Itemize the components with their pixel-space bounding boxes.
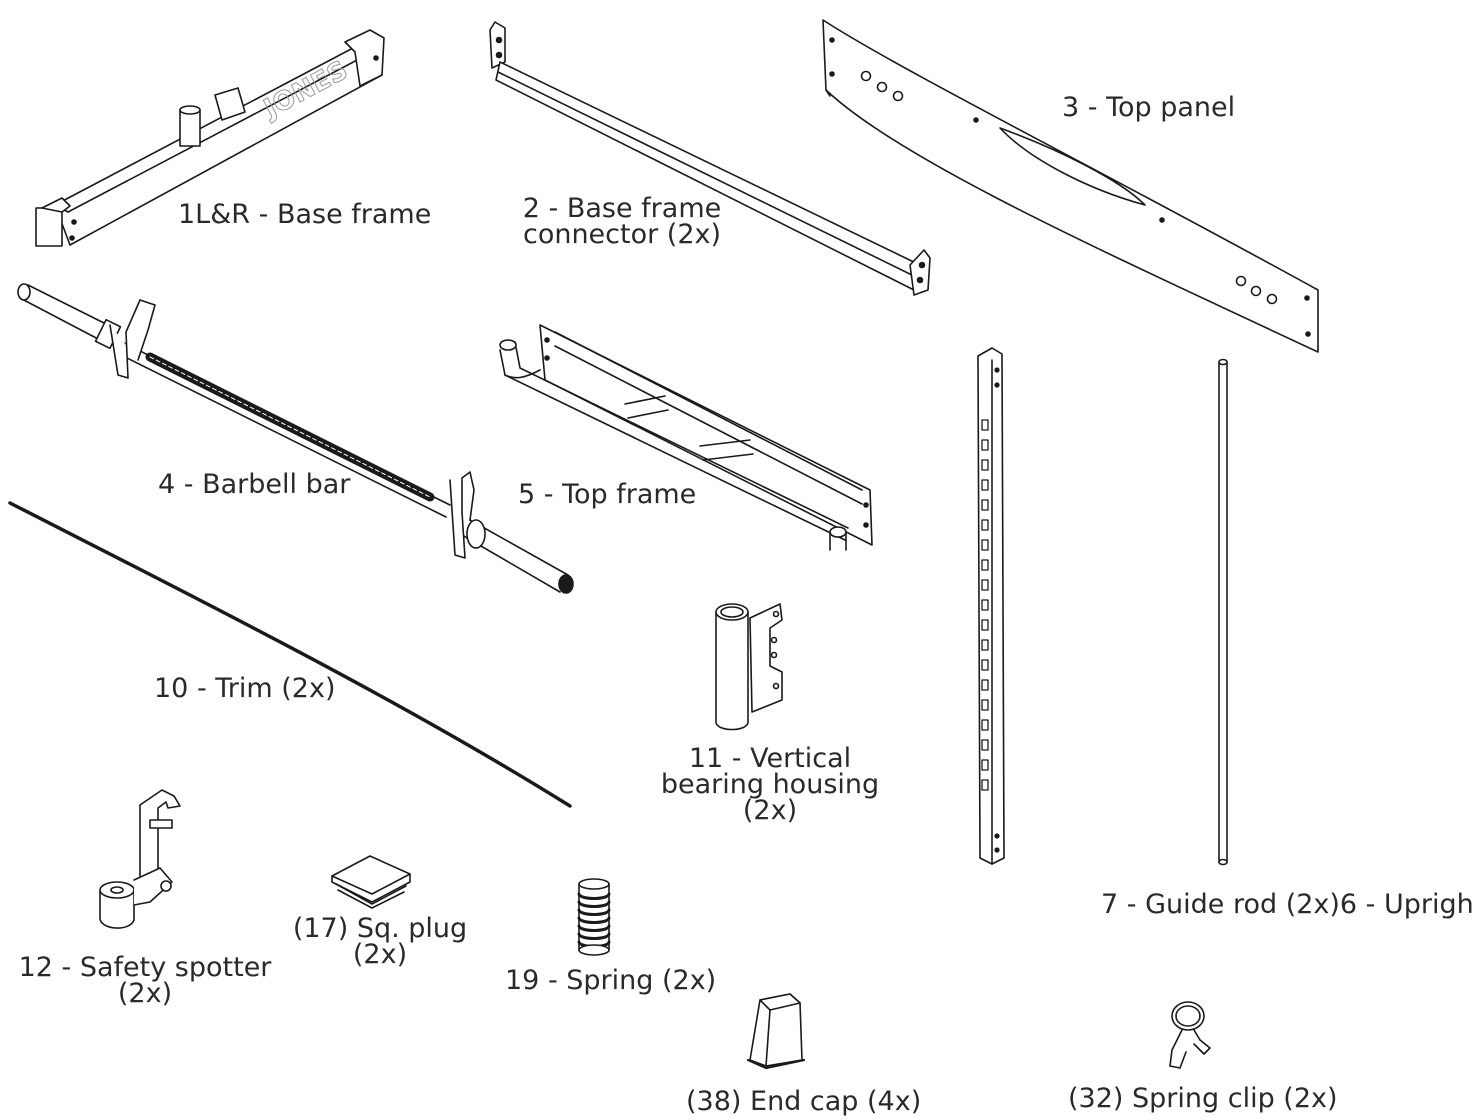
spring-clip-part xyxy=(1170,1002,1210,1068)
vertical-bearing-housing-label-line3: (2x) xyxy=(742,795,798,826)
vertical-bearing-housing-label-line2: bearing housing xyxy=(660,769,880,800)
safety-spotter-part xyxy=(100,790,180,928)
upright-part xyxy=(978,348,1004,864)
trim-part xyxy=(10,503,570,806)
top-panel-part xyxy=(823,20,1318,352)
vertical-bearing-housing-part xyxy=(716,604,782,730)
spring-clip-label: (32) Spring clip (2x) xyxy=(1068,1083,1338,1114)
base-frame-label: 1L&R - Base frame xyxy=(178,199,432,230)
guide-rod-upright-label: 7 - Guide rod (2x)6 - Uprigh xyxy=(1101,889,1474,920)
safety-spotter-label-line2: (2x) xyxy=(117,978,173,1009)
guide-rod-part xyxy=(1219,360,1227,865)
base-frame-connector-label-line1: 2 - Base frame xyxy=(522,193,722,224)
sq-plug-label-line2: (2x) xyxy=(352,939,408,970)
vertical-bearing-housing-label-line1: 11 - Vertical xyxy=(688,743,852,774)
trim-label: 10 - Trim (2x) xyxy=(154,673,336,704)
barbell-bar-label: 4 - Barbell bar xyxy=(158,469,351,500)
sq-plug-label: (17) Sq. plug (2x) xyxy=(290,913,470,970)
base-frame-connector-label-line2: connector (2x) xyxy=(522,219,722,250)
sq-plug-part xyxy=(332,856,410,908)
base-frame-connector-label: 2 - Base frame connector (2x) xyxy=(522,193,722,250)
spring-label: 19 - Spring (2x) xyxy=(505,965,717,996)
end-cap-label: (38) End cap (4x) xyxy=(686,1086,922,1117)
vertical-bearing-housing-label: 11 - Vertical bearing housing (2x) xyxy=(655,743,885,826)
barbell-bar-part xyxy=(18,284,573,593)
top-frame-label: 5 - Top frame xyxy=(518,479,697,510)
spring-part xyxy=(579,879,609,955)
top-frame-part xyxy=(500,325,872,550)
sq-plug-label-line1: (17) Sq. plug xyxy=(292,913,468,944)
safety-spotter-label-line1: 12 - Safety spotter xyxy=(18,952,272,983)
end-cap-part xyxy=(748,994,804,1068)
top-panel-label: 3 - Top panel xyxy=(1062,92,1236,123)
safety-spotter-label: 12 - Safety spotter (2x) xyxy=(15,952,275,1009)
base-frame-connector-part xyxy=(490,22,930,295)
